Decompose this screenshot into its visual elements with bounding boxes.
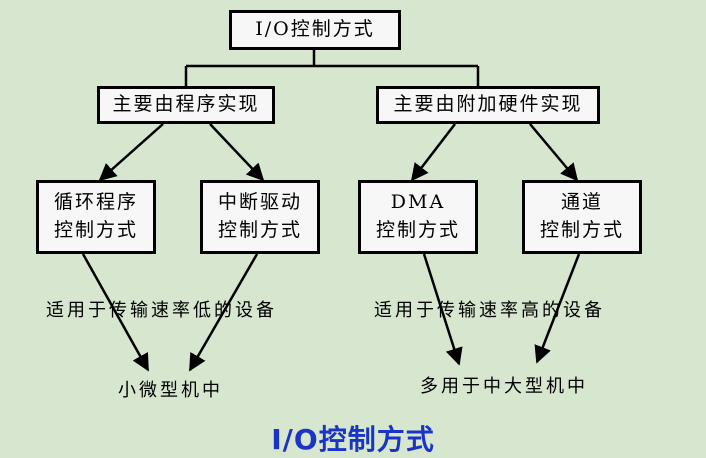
loop-control-line-1: 循环程序 [53,191,138,214]
interrupt-control-node: 中断驱动 控制方式 [200,180,320,254]
dma-control-line-1: DMA [390,191,446,214]
left-speed-note: 适用于传输速率低的设备 [46,300,277,321]
interrupt-control-line-1: 中断驱动 [217,191,302,214]
dma-control-line-2: 控制方式 [375,219,460,241]
arrow-to-dma [410,123,456,182]
left-group-node: 主要由程序实现 [97,86,275,124]
arrow-interrupt-to-small [188,253,259,372]
arrow-to-interrupt [209,123,265,182]
left-target-note: 小微型机中 [118,380,223,401]
right-target-note: 多用于中大型机中 [420,376,588,397]
arrow-to-channel [529,123,579,182]
root-node-label: I/O控制方式 [255,18,375,41]
loop-control-line-2: 控制方式 [53,219,138,241]
channel-control-node: 通道 控制方式 [522,180,642,254]
diagram-caption: I/O控制方式 [271,423,435,456]
arrow-loop-to-small [81,253,150,372]
root-node: I/O控制方式 [229,10,401,50]
right-speed-note: 适用于传输速率高的设备 [374,300,605,321]
right-group-node: 主要由附加硬件实现 [376,86,600,124]
left-group-label: 主要由程序实现 [112,93,260,116]
right-group-label: 主要由附加硬件实现 [393,93,583,116]
arrow-channel-to-large [534,253,581,364]
dma-control-node: DMA 控制方式 [358,180,478,254]
channel-control-line-1: 通道 [560,191,603,214]
loop-control-node: 循环程序 控制方式 [36,180,156,254]
interrupt-control-line-2: 控制方式 [217,219,302,241]
arrow-to-loop [98,123,164,182]
channel-control-line-2: 控制方式 [539,219,624,241]
arrow-dma-to-large [422,253,463,366]
